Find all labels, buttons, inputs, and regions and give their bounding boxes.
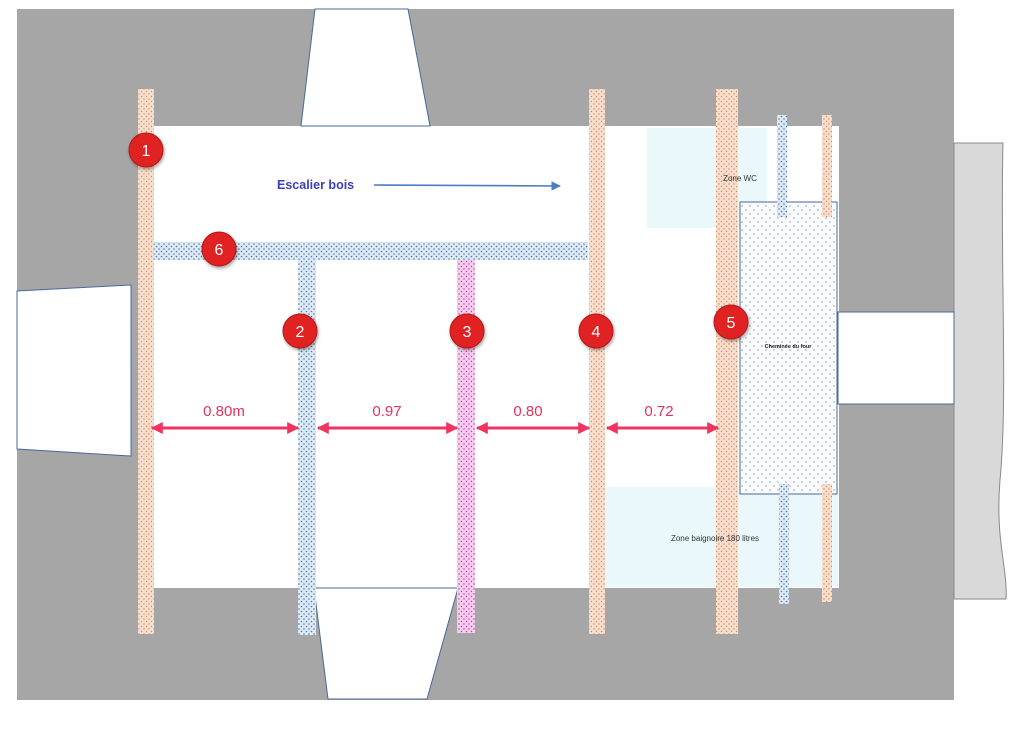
left-window — [16, 284, 132, 457]
beam-4 — [589, 89, 605, 634]
marker-2: 2 — [282, 313, 318, 349]
marker-6-label: 6 — [215, 242, 224, 259]
right-annex — [953, 142, 1007, 600]
chimney-label: Cheminée du four — [765, 344, 813, 350]
marker-4-label: 4 — [592, 324, 601, 341]
chimney-flue-3 — [779, 484, 789, 604]
stair-label: Escalier bois — [277, 178, 354, 192]
marker-5: 5 — [713, 304, 749, 340]
beam-3 — [457, 260, 475, 633]
chimney-box — [739, 201, 838, 495]
dimension-label-1: 0.80m — [203, 403, 245, 420]
marker-1-label: 1 — [142, 143, 151, 160]
beam-6 — [154, 242, 588, 260]
stair-arrow — [373, 181, 561, 191]
marker-4: 4 — [578, 313, 614, 349]
right-window — [837, 311, 955, 405]
bottom-window — [313, 587, 459, 700]
beam-5 — [716, 89, 738, 634]
marker-3: 3 — [449, 313, 485, 349]
top-window — [300, 8, 431, 127]
dimension-label-2: 0.97 — [372, 403, 401, 420]
dimension-label-3: 0.80 — [513, 403, 542, 420]
marker-5-label: 5 — [727, 315, 736, 332]
chimney-flue-1 — [777, 115, 787, 217]
bath-zone-label: Zone baignoire 180 litres — [671, 534, 759, 543]
chimney-flue-2 — [822, 115, 832, 217]
beam-1 — [138, 89, 154, 634]
marker-1: 1 — [128, 132, 164, 168]
marker-2-label: 2 — [296, 324, 305, 341]
marker-3-label: 3 — [463, 324, 472, 341]
wc-zone-label: Zone WC — [723, 174, 757, 183]
beam-2 — [298, 260, 316, 635]
chimney-flue-4 — [822, 484, 832, 602]
dimension-label-4: 0.72 — [644, 403, 673, 420]
marker-6: 6 — [201, 231, 237, 267]
